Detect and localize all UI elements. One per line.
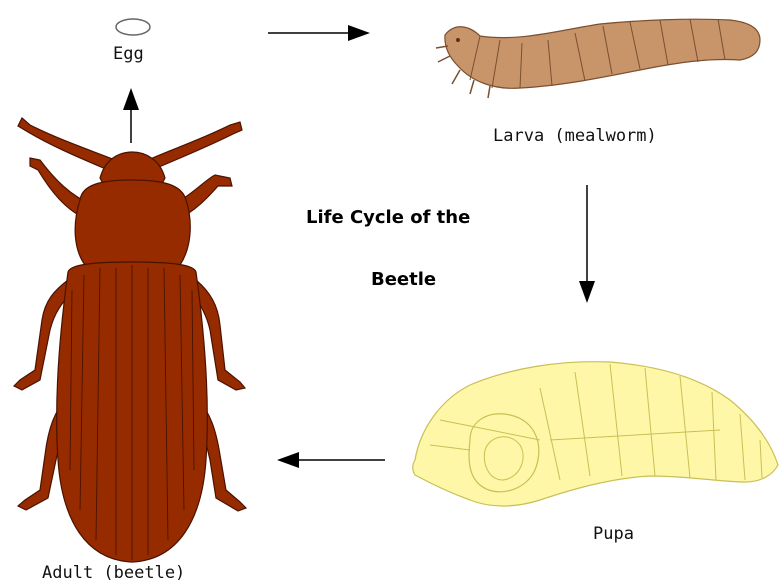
arrow-adult-to-egg bbox=[123, 88, 139, 143]
arrow-pupa-to-adult bbox=[277, 452, 385, 468]
pupa-label: Pupa bbox=[593, 524, 634, 544]
larva-label: Larva (mealworm) bbox=[493, 126, 657, 146]
diagram-title-line2: Beetle bbox=[371, 269, 436, 290]
larva-icon bbox=[436, 19, 760, 98]
arrow-egg-to-larva bbox=[268, 25, 370, 41]
adult-label: Adult (beetle) bbox=[42, 563, 185, 583]
arrow-larva-to-pupa bbox=[579, 185, 595, 303]
pupa-icon bbox=[413, 362, 778, 506]
beetle-icon bbox=[14, 118, 246, 562]
egg-label: Egg bbox=[113, 44, 144, 64]
diagram-title-line1: Life Cycle of the bbox=[306, 207, 470, 228]
egg-icon bbox=[116, 19, 150, 35]
